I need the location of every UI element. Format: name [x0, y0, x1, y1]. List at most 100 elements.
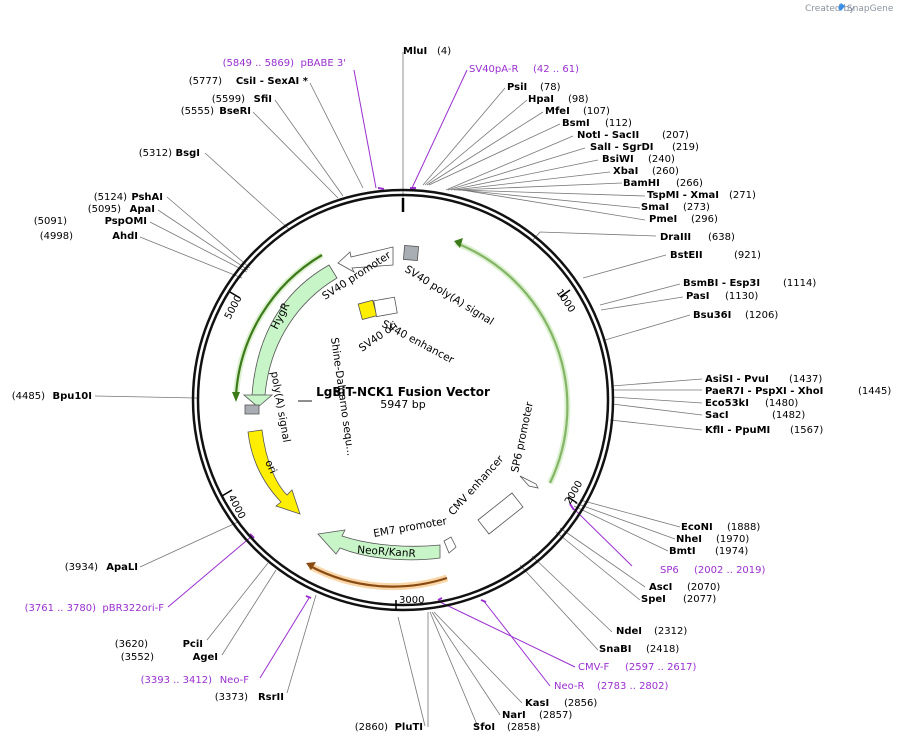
label-neor: NeoR/KanR	[357, 544, 416, 560]
site-name: KasI	[525, 698, 549, 709]
site-position: (2070)	[687, 582, 720, 593]
primer-leaders	[167, 69, 633, 687]
site-name: PluTI	[395, 722, 423, 733]
site-position: (1130)	[725, 291, 758, 302]
site-name: NarI	[502, 710, 526, 721]
site-name: BstEII	[670, 250, 703, 261]
site-position: (107)	[583, 106, 610, 117]
site-name: PshAI	[131, 192, 163, 203]
ori-arrow	[247, 429, 301, 515]
site-name: CsiI - SexAI *	[236, 76, 309, 87]
site-name: DraIII	[660, 232, 691, 243]
site-name: BsgI	[176, 148, 200, 159]
site-name: AgeI	[193, 652, 218, 663]
sv40-promoter-arrow	[337, 246, 394, 273]
site-name: PciI	[183, 639, 203, 650]
tick-3000: 3000	[399, 595, 424, 606]
site-position: (273)	[683, 202, 710, 213]
site-name: SpeI	[641, 594, 666, 605]
site-position: (219)	[672, 142, 699, 153]
site-name: MfeI	[545, 106, 570, 117]
site-position: (3620)	[115, 639, 148, 650]
site-name: PspOMI	[105, 216, 147, 227]
primer-marks	[249, 187, 575, 603]
restriction-sites-right: MluI(4)PsiI(78)HpaI(98)MfeI(107)BsmI(112…	[403, 46, 891, 733]
site-position: (1445)	[858, 386, 891, 397]
site-position: (3934)	[65, 562, 98, 573]
site-position: (921)	[734, 250, 761, 261]
feature-arc-left	[234, 254, 323, 396]
site-position: (1114)	[783, 278, 816, 289]
primer-name: pBABE 3'	[300, 58, 346, 69]
label-ori: ori	[262, 458, 279, 475]
site-name: PaeR7I - PspXI - XhoI	[705, 386, 823, 397]
site-name: EcoNI	[681, 522, 713, 533]
site-name: ApaI	[130, 204, 155, 215]
site-position: (260)	[652, 166, 679, 177]
primer-range: (3761 .. 3780)	[25, 603, 97, 614]
site-name: TspMI - XmaI	[647, 190, 719, 201]
neor-arrow	[317, 529, 441, 561]
site-position: (2856)	[564, 698, 597, 709]
backbone-inner	[196, 193, 610, 607]
site-position: (3552)	[121, 652, 154, 663]
site-name: SmaI	[641, 202, 669, 213]
watermark-prefix: Created by	[805, 4, 855, 14]
site-position: (3373)	[215, 692, 248, 703]
site-position: (5555)	[181, 106, 214, 117]
site-name: BmtI	[669, 546, 696, 557]
site-position: (98)	[568, 94, 589, 105]
site-name: RsrII	[258, 692, 284, 703]
site-position: (638)	[708, 232, 735, 243]
primer-name: pBR322ori-F	[102, 603, 164, 614]
label-sp6-promoter: SP6 promoter	[509, 400, 536, 473]
site-name: XbaI	[613, 166, 638, 177]
site-name: SfiI	[254, 94, 272, 105]
primer-range: (2597 .. 2617)	[625, 662, 697, 673]
em7-arrow	[443, 536, 457, 554]
site-name: PasI	[686, 291, 709, 302]
site-position: (5312)	[139, 148, 172, 159]
snapgene-logo-icon	[838, 3, 845, 11]
site-name: AhdI	[112, 231, 138, 242]
feature-arc-bottom	[309, 565, 448, 588]
site-position: (4998)	[40, 231, 73, 242]
site-name: MluI	[403, 46, 427, 57]
site-name: SacI	[705, 410, 729, 421]
site-position: (5091)	[34, 216, 67, 227]
site-name: AscI	[649, 582, 672, 593]
primer-range: (42 .. 61)	[533, 64, 579, 75]
site-name: HpaI	[528, 94, 554, 105]
primer-name: Neo-R	[554, 681, 585, 692]
site-name: BsiWI	[602, 154, 634, 165]
site-name: SalI - SgrDI	[590, 142, 654, 153]
site-name: Eco53kI	[705, 398, 749, 409]
site-name: BseRI	[219, 106, 251, 117]
sv40-enhancer-box	[373, 296, 398, 318]
map-title: LgBiT-NCK1 Fusion Vector	[316, 385, 490, 399]
site-name: Bsu36I	[693, 310, 731, 321]
site-position: (4)	[437, 46, 451, 57]
site-position: (5599)	[212, 94, 245, 105]
polya-box	[244, 404, 260, 415]
backbone-outer	[191, 188, 615, 612]
site-position: (1206)	[745, 310, 778, 321]
site-position: (5124)	[94, 192, 127, 203]
primer-range: (2783 .. 2802)	[597, 681, 669, 692]
sp6-arrow	[519, 475, 539, 489]
primer-range: (2002 .. 2019)	[694, 565, 766, 576]
primer-range: (5849 .. 5869)	[223, 58, 295, 69]
site-position: (1970)	[716, 534, 749, 545]
site-position: (1567)	[790, 425, 823, 436]
primer-name: SP6	[660, 565, 679, 576]
site-position: (1482)	[772, 410, 805, 421]
site-position: (2077)	[683, 594, 716, 605]
site-position: (1480)	[765, 398, 798, 409]
site-position: (2312)	[654, 626, 687, 637]
site-name: BsmI	[562, 118, 590, 129]
cmv-box	[477, 492, 524, 535]
tick-1000: 1000	[554, 288, 577, 315]
site-name: ApaLI	[106, 562, 138, 573]
site-name: AsiSI - PvuI	[705, 374, 769, 385]
